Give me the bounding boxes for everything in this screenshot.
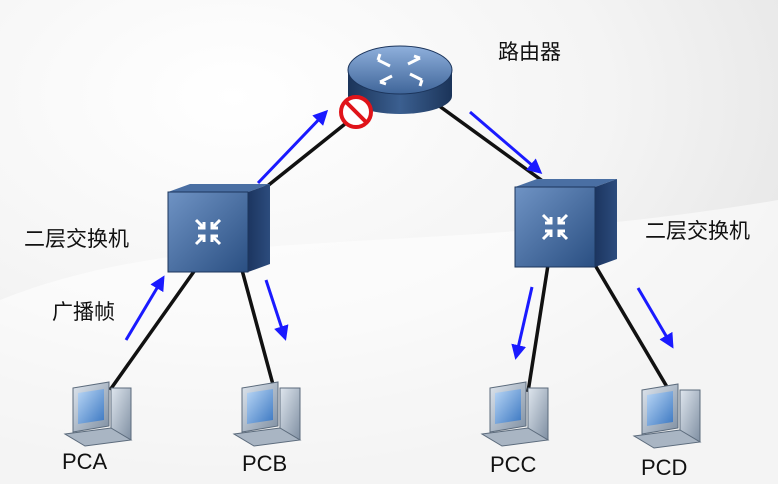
desktop-pc-icon	[232, 381, 302, 447]
pc-a	[63, 381, 133, 447]
broadcast-frame-label: 广播帧	[52, 300, 115, 324]
link-right-switch-pcc	[526, 264, 550, 393]
arrow-pca-to-switch	[124, 275, 165, 341]
broadcast-arrows	[124, 109, 674, 360]
link-left-switch-pca	[108, 268, 197, 392]
pc-a-label: PCA	[62, 449, 108, 474]
arrow-router-to-right-switch	[469, 110, 543, 174]
link-left-switch-pcb	[240, 269, 277, 393]
arrow-switch-to-pcb	[264, 279, 289, 341]
arrow-switch-to-pcd	[636, 287, 674, 349]
router	[347, 45, 453, 114]
router-icon	[347, 45, 453, 114]
desktop-pc-icon	[63, 381, 133, 447]
switch-icon	[167, 184, 270, 273]
left-switch-label: 二层交换机	[24, 227, 129, 251]
switch-left	[167, 184, 270, 273]
right-switch-label: 二层交换机	[645, 219, 750, 243]
arrow-switch-to-router	[256, 109, 329, 185]
blocked-icon	[339, 95, 373, 129]
switch-right	[514, 179, 617, 268]
link-right-switch-pcd	[593, 264, 672, 393]
pc-b-label: PCB	[242, 451, 288, 476]
desktop-pc-icon	[632, 383, 702, 449]
pc-d-label: PCD	[641, 455, 688, 480]
pc-b	[232, 381, 302, 447]
pc-c	[480, 381, 550, 447]
pc-d	[632, 383, 702, 449]
switch-icon	[514, 179, 617, 268]
desktop-pc-icon	[480, 381, 550, 447]
pc-c-label: PCC	[490, 452, 537, 477]
arrow-switch-to-pcc	[511, 286, 534, 360]
router-label: 路由器	[498, 40, 561, 64]
